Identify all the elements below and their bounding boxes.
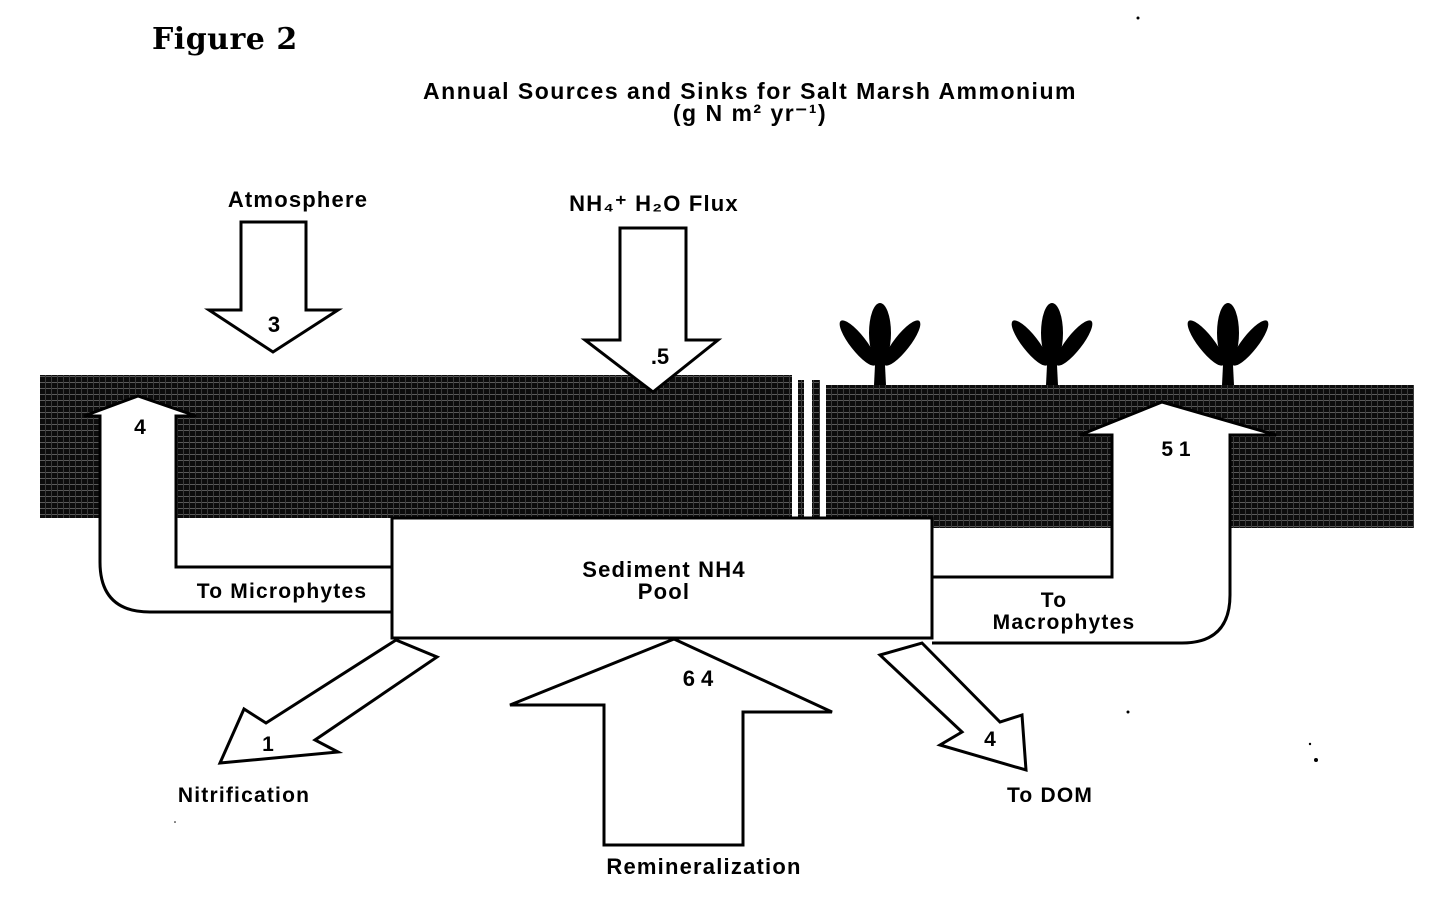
dom-label: To DOM bbox=[1007, 784, 1093, 807]
microphytes-arrow bbox=[83, 394, 392, 614]
sediment-gap-strip bbox=[798, 380, 804, 520]
macrophytes-label-line1: To bbox=[1041, 589, 1068, 612]
water-flux-value: .5 bbox=[651, 344, 669, 369]
nitrification-label: Nitrification bbox=[178, 784, 310, 807]
plant-icon bbox=[1011, 303, 1093, 385]
microphytes-label: To Microphytes bbox=[197, 580, 367, 603]
nitrification-value: 1 bbox=[262, 733, 274, 756]
title-line-1: Annual Sources and Sinks for Salt Marsh … bbox=[423, 78, 1077, 104]
macrophyte-plants bbox=[839, 303, 1269, 385]
pool-label-line2: Pool bbox=[638, 579, 690, 604]
sediment-gap-strip-2 bbox=[812, 380, 820, 520]
title-units: (g N m² yr⁻¹) bbox=[672, 100, 828, 126]
water-flux-label: NH₄⁺ H₂O Flux bbox=[569, 191, 739, 216]
nitrification-arrow bbox=[217, 638, 441, 765]
dom-arrow bbox=[877, 641, 1028, 773]
microphytes-value: 4 bbox=[134, 416, 146, 439]
macrophytes-label-line2: Macrophytes bbox=[993, 611, 1136, 634]
pool-label-line1: Sediment NH4 bbox=[582, 557, 746, 582]
diagram-title: Annual Sources and Sinks for Salt Marsh … bbox=[300, 78, 1200, 126]
sediment-pool-box bbox=[390, 516, 934, 640]
remineralization-value: 6 4 bbox=[683, 666, 714, 691]
remineralization-arrow bbox=[509, 637, 833, 847]
atmosphere-label: Atmosphere bbox=[228, 187, 368, 212]
macrophytes-value: 5 1 bbox=[1161, 438, 1191, 461]
remineralization-label: Remineralization bbox=[606, 854, 801, 879]
atmosphere-value: 3 bbox=[268, 312, 280, 337]
atmosphere-arrow bbox=[203, 220, 344, 354]
plant-icon bbox=[1187, 303, 1269, 385]
dom-value: 4 bbox=[984, 728, 996, 751]
water-flux-arrow bbox=[580, 226, 723, 394]
scan-speckles bbox=[174, 16, 1318, 823]
figure-label: Figure 2 bbox=[152, 22, 298, 57]
macrophytes-arrow bbox=[932, 400, 1277, 645]
plant-icon bbox=[839, 303, 921, 385]
